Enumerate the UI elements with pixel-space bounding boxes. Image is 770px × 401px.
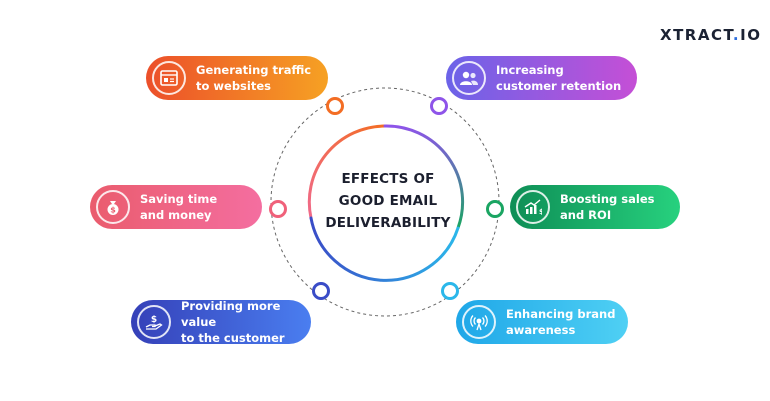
- effect-label: Providing more value to the customer: [181, 299, 285, 345]
- effect-retention: Increasing customer retention: [446, 56, 637, 100]
- ring-arc-bottom: [309, 216, 460, 282]
- center-title-line: GOOD EMAIL: [338, 193, 438, 209]
- money-bag-icon: $: [96, 190, 130, 224]
- connector-value: [312, 282, 330, 300]
- hand-dollar-icon: $: [137, 305, 171, 339]
- ring-arc-left: [307, 124, 387, 220]
- connector-brand: [441, 282, 459, 300]
- svg-text:$: $: [539, 208, 542, 215]
- connector-retention: [430, 97, 448, 115]
- ring-arc-right: [383, 124, 465, 230]
- effect-value: $ Providing more value to the customer: [131, 299, 311, 345]
- website-icon: [152, 61, 186, 95]
- effect-sales: $ Boosting sales and ROI: [510, 185, 680, 229]
- effect-traffic: Generating traffic to websites: [146, 56, 328, 100]
- connector-sales: [486, 200, 504, 218]
- center-title: EFFECTS OF GOOD EMAIL DELIVERABILITY: [318, 168, 458, 234]
- effect-label: Enhancing brand awareness: [506, 307, 616, 337]
- connector-traffic: [326, 97, 344, 115]
- effect-label: Boosting sales and ROI: [560, 192, 655, 222]
- sales-chart-icon: $: [516, 190, 550, 224]
- customers-icon: [452, 61, 486, 95]
- logo-dot: .: [732, 26, 741, 44]
- connector-saving: [269, 200, 287, 218]
- effect-label: Saving time and money: [140, 192, 218, 222]
- effect-label: Increasing customer retention: [496, 63, 622, 93]
- effect-brand: Enhancing brand awareness: [456, 300, 628, 344]
- svg-text:$: $: [151, 315, 157, 325]
- effect-label: Generating traffic to websites: [196, 63, 312, 93]
- inner-ring: [307, 124, 465, 282]
- effect-saving: $ Saving time and money: [90, 185, 262, 229]
- broadcast-icon: [462, 305, 496, 339]
- svg-text:$: $: [110, 206, 116, 215]
- brand-logo: XTRACT.IO: [660, 26, 761, 44]
- logo-text: XTRACT: [660, 26, 733, 44]
- center-title-line: EFFECTS OF: [341, 171, 435, 187]
- logo-suffix: IO: [740, 26, 762, 44]
- center-title-line: DELIVERABILITY: [325, 215, 451, 231]
